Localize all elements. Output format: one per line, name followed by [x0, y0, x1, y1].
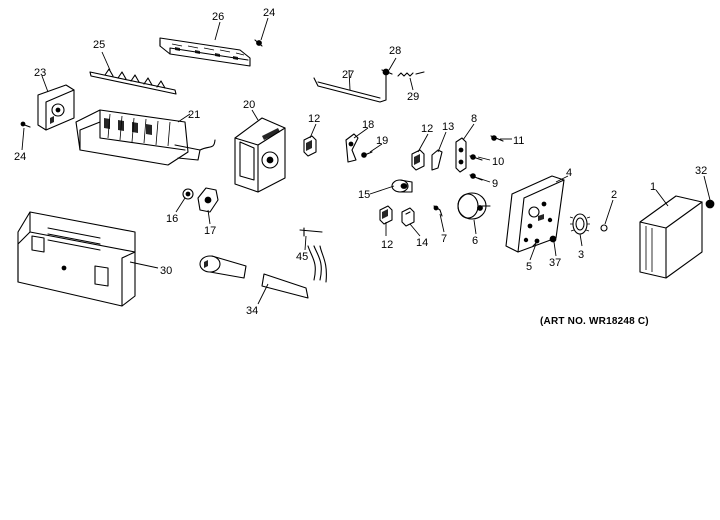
part-18-lever: [345, 133, 359, 163]
art-number-label: (ART NO. WR18248 C): [540, 316, 649, 327]
part-10-screw: [469, 154, 483, 161]
callout-28: 28: [389, 45, 401, 57]
part-29-spring: [397, 71, 425, 77]
part-21-ice-mold: [75, 109, 216, 166]
callout-13: 13: [442, 121, 454, 133]
callout-7: 7: [441, 233, 447, 245]
callout-24-left: 24: [14, 151, 26, 163]
part-34-fill-tube: [199, 255, 309, 299]
part-37-nut: [549, 235, 557, 243]
callout-27: 27: [342, 69, 354, 81]
callout-21: 21: [188, 109, 200, 121]
part-7-spring: [433, 205, 443, 217]
part-30-back-plate: [17, 211, 136, 307]
part-5-screw: [532, 238, 540, 247]
part-45-wire-harness: [299, 227, 327, 283]
callout-6: 6: [472, 235, 478, 247]
callout-26: 26: [212, 11, 224, 23]
callout-34: 34: [246, 305, 258, 317]
callout-45: 45: [296, 251, 308, 263]
part-24-screw-top: [254, 39, 263, 47]
part-19-screw: [361, 151, 373, 158]
callout-24-top: 24: [263, 7, 275, 19]
part-15-thermostat: [391, 179, 413, 193]
callout-5: 5: [526, 261, 532, 273]
callout-15: 15: [358, 189, 370, 201]
part-28-clip: [381, 68, 393, 76]
part-6-motor: [457, 192, 491, 220]
callout-4: 4: [566, 167, 572, 179]
part-16-nut: [182, 188, 194, 200]
part-8-bracket: [455, 137, 467, 173]
part-9-screw: [469, 173, 483, 181]
part-12-switch-mid: [411, 149, 425, 171]
callout-30: 30: [160, 265, 172, 277]
part-12-switch-low: [379, 205, 393, 225]
callout-17: 17: [204, 225, 216, 237]
callout-2: 2: [611, 189, 617, 201]
callout-10: 10: [492, 156, 504, 168]
part-13-actuator: [431, 149, 443, 171]
callout-1: 1: [650, 181, 656, 193]
callout-11: 11: [513, 135, 524, 147]
part-14-cam: [401, 207, 415, 227]
part-25-ejector: [89, 68, 177, 95]
part-17-gear: [197, 187, 219, 213]
part-27-feeler-arm: [313, 73, 387, 103]
part-20-housing: [234, 117, 286, 193]
callout-12-mid: 12: [421, 123, 433, 135]
callout-18: 18: [362, 119, 374, 131]
callout-19: 19: [376, 135, 388, 147]
callout-12-low: 12: [381, 239, 393, 251]
part-1-cover: [639, 195, 703, 279]
callout-25: 25: [93, 39, 105, 51]
part-24-screw-left: [20, 121, 31, 128]
callout-12-top: 12: [308, 113, 320, 125]
part-32-screw: [705, 199, 715, 209]
callout-8: 8: [471, 113, 477, 125]
callout-3: 3: [578, 249, 584, 261]
part-3-gear: [569, 213, 591, 235]
callout-9: 9: [492, 178, 498, 190]
part-11-screw: [490, 135, 504, 142]
callout-37: 37: [549, 257, 561, 269]
callout-14: 14: [416, 237, 428, 249]
part-2-pin: [600, 224, 608, 232]
callout-29: 29: [407, 91, 419, 103]
part-26-bracket: [159, 37, 251, 67]
callout-16: 16: [166, 213, 178, 225]
callout-20: 20: [243, 99, 255, 111]
callout-labels: 1 2 3 4 5 6 7 8 9 10 11 12 12 12 13 14 1…: [14, 7, 707, 317]
callout-32: 32: [695, 165, 707, 177]
part-23-plate: [37, 84, 75, 131]
part-12-switch-top: [303, 135, 317, 157]
callout-23: 23: [34, 67, 46, 79]
leader-lines: [21, 17, 711, 305]
